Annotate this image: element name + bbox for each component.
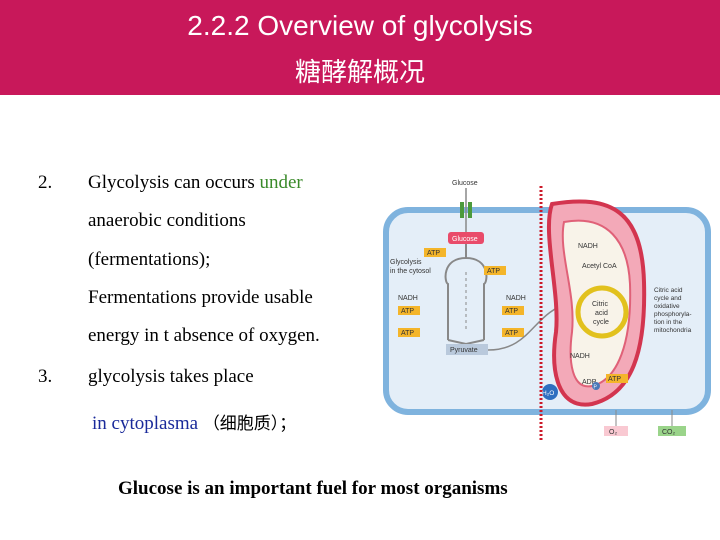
atp-badge [502,306,524,315]
glycolysis-cell-diagram: Glucose Glucose Glycolysis in the cytoso… [382,172,712,442]
highlight-word: under [259,172,303,193]
diagram-label: ATP [427,250,440,257]
diagram-label: Citric [592,301,608,308]
line-text: Glycolysis can occurs [88,172,260,193]
diagram-label: NADH [398,295,418,302]
diagram-label: acid [595,310,608,317]
atp-badge [606,374,628,383]
diagram-label: ATP [505,330,518,337]
transporter-icon [468,202,472,218]
slide-subtitle: 糖酵解概况 [294,58,425,88]
diagram-label: O₂ [609,429,617,436]
diagram-label: CO₂ [662,429,676,436]
diagram-label: tion in the [654,319,683,326]
diagram-label: Citric acid [654,287,683,294]
atp-badge [398,328,420,337]
atp-badge [398,306,420,315]
atp-badge [424,248,446,257]
atp-badge [484,266,506,275]
diagram-label: Pyruvate [450,347,478,354]
diagram-label: oxidative [654,303,680,310]
diagram-label: ATP [608,376,621,383]
diagram-label: phosphoryla- [654,311,692,318]
point-number: 3. [38,366,53,387]
diagram-label: cycle [593,319,609,326]
point-line: anaerobic conditions [88,210,246,231]
diagram-label: ATP [505,308,518,315]
point-line: in cytoplasma （细胞质）； [92,409,296,435]
diagram-label: P [594,385,598,391]
diagram-label: ATP [401,308,414,315]
point-line: energy in t absence of oxygen. [88,325,320,346]
line-text: in cytoplasma [92,413,199,434]
diagram-label: NADH [570,353,590,360]
diagram-label: in the cytosol [390,268,431,275]
diagram-label: ATP [487,268,500,275]
water-molecule [542,384,558,400]
title-banner [0,0,720,95]
atp-badge [502,328,524,337]
diagram-label: Glucose [452,236,478,243]
glucose-box [448,232,484,244]
point-line: glycolysis takes place [88,366,254,387]
diagram-label: cycle and [654,295,682,302]
diagram-label: mitochondria [654,327,692,334]
citric-acid-cycle [575,285,629,339]
o2-badge [604,426,628,436]
diagram-label: H₂O [542,390,554,397]
footer-statement: Glucose is an important fuel for most or… [118,478,508,499]
point-line: Glycolysis can occurs under [88,172,303,194]
glycolysis-pathway [444,244,488,346]
pyruvate-box [446,344,488,355]
co2-badge [658,426,686,436]
diagram-label: Glycolysis [390,259,422,266]
slide-title: 2.2.2 Overview of glycolysis [187,10,533,41]
point-line: Fermentations provide usable [88,287,313,308]
diagram-label: NADH [506,295,526,302]
transporter-icon [460,202,464,218]
point-line: (fermentations); [88,249,211,270]
diagram-label: ATP [401,330,414,337]
diagram-label: Glucose [452,180,478,187]
diagram-label: Acetyl CoA [582,263,617,270]
line-suffix: （细胞质）； [202,414,297,434]
point-number: 2. [38,172,53,193]
diagram-label: ADP [582,379,597,386]
diagram-label: NADH [578,243,598,250]
